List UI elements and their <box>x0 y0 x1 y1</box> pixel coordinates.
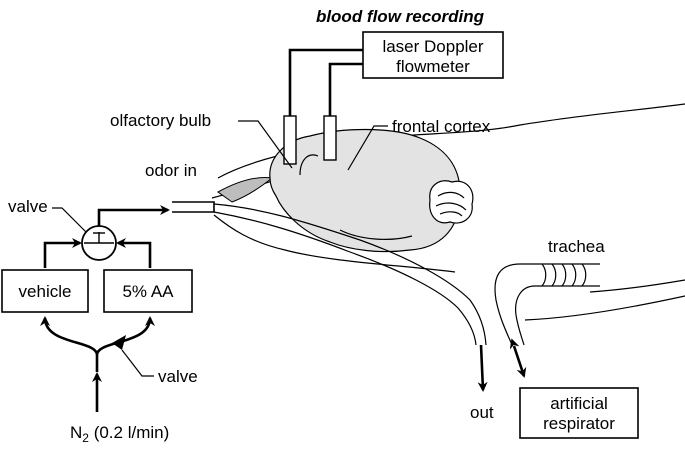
three-way-valve <box>81 225 117 261</box>
trachea-tube-inner <box>515 285 600 346</box>
olfactory-bulb-leader <box>238 120 293 169</box>
aa-label: 5% AA <box>122 282 174 301</box>
flowmeter-label-line2: flowmeter <box>396 57 470 76</box>
flowmeter-label-line1: laser Doppler <box>382 37 483 56</box>
n2-main: N <box>70 423 82 442</box>
respirator-label-line1: artificial <box>550 394 608 413</box>
vehicle-box <box>1 269 89 313</box>
valve-to-odor-in-line <box>97 205 170 226</box>
outflow-tube-lower <box>213 211 477 346</box>
bottom-valve-leader <box>121 349 154 377</box>
bottom-valve-marker <box>112 335 126 350</box>
outflow-tube-upper <box>213 203 487 346</box>
cerebellum <box>429 180 474 224</box>
rat-dorsal-outline <box>217 103 685 179</box>
artificial-respirator: artificial respirator <box>519 387 639 439</box>
trachea-tube-outer <box>494 263 600 346</box>
probe-cable-right <box>328 62 363 118</box>
bottom-valve-label: valve <box>158 367 198 386</box>
laser-doppler-flowmeter: laser Doppler flowmeter <box>362 31 504 79</box>
top-valve-leader <box>52 207 87 233</box>
brain-bulb-boundary <box>299 154 319 176</box>
n2-label: N2 (0.2 l/min) <box>70 423 169 445</box>
top-valve-label: valve <box>8 197 48 216</box>
respirator-bidirectional-arrow <box>509 338 527 378</box>
n2-to-vehicle-line <box>40 316 99 372</box>
brain-base-line <box>339 229 413 240</box>
rat-jaw-outline <box>213 214 456 273</box>
olfactory-epithelium <box>217 177 274 203</box>
vehicle-to-valve-line <box>43 238 82 268</box>
trachea-label: trachea <box>548 237 605 256</box>
respirator-box <box>519 387 639 439</box>
trachea-rings <box>541 263 587 287</box>
rat-belly-outline <box>524 295 685 321</box>
nasal-inlet-tube <box>172 201 215 213</box>
out-label: out <box>470 403 494 422</box>
n2-flow: (0.2 l/min) <box>89 423 169 442</box>
flowmeter-box <box>362 31 504 79</box>
diagram-title: blood flow recording <box>316 7 485 26</box>
aa-to-valve-line <box>116 238 152 268</box>
probe-cable-left <box>288 48 363 118</box>
vehicle-label: vehicle <box>19 282 72 301</box>
n2-subscript: 2 <box>82 431 89 445</box>
olfactory-bulb-label: olfactory bulb <box>110 111 211 130</box>
respirator-label-line2: respirator <box>543 414 615 433</box>
probe-frontal-cortex <box>323 115 337 161</box>
aa-box <box>103 269 193 313</box>
aa-container: 5% AA <box>103 269 193 313</box>
out-arrow <box>477 344 488 392</box>
vehicle-container: vehicle <box>1 269 89 313</box>
frontal-cortex-label: frontal cortex <box>392 117 491 136</box>
odor-in-label: odor in <box>145 161 197 180</box>
frontal-cortex-leader <box>347 125 388 171</box>
rat-belly-outline-2 <box>589 279 685 293</box>
probe-olfactory-bulb <box>283 115 297 165</box>
